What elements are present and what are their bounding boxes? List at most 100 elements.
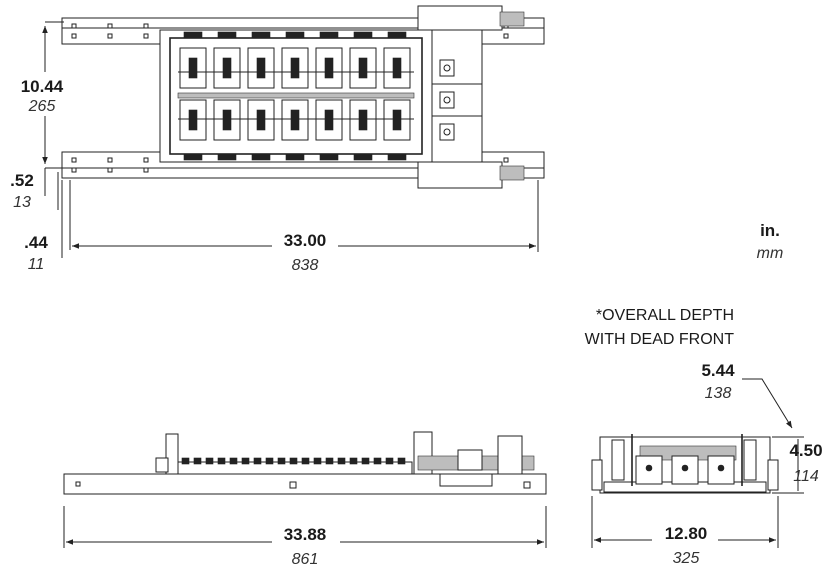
width-inch: 12.80 [665, 524, 708, 543]
side-length-inch: 33.88 [284, 525, 327, 544]
slot-clip [183, 31, 203, 39]
breaker-stab [392, 57, 402, 79]
end-view [591, 434, 779, 494]
slot-clip [319, 153, 339, 161]
rail-hole [143, 33, 149, 39]
depth-note: *OVERALL DEPTH WITH DEAD FRONT [585, 307, 735, 348]
neutral-bus-bar [177, 92, 415, 99]
slot-clip [353, 153, 373, 161]
breaker-stab [290, 109, 300, 131]
height-inch: 10.44 [21, 77, 64, 96]
stab-tooth [241, 457, 250, 465]
main-lug-top-terminal [499, 11, 525, 27]
slot-clip [285, 31, 305, 39]
rail-hole [107, 167, 113, 173]
length-mm: 838 [292, 257, 319, 274]
main-lug-top [417, 5, 503, 31]
main-lug-bottom-terminal [499, 165, 525, 181]
rail-holes [71, 23, 509, 173]
edge-offset-inch: .44 [24, 233, 48, 252]
breaker-stab [324, 57, 334, 79]
breaker-stab [324, 109, 334, 131]
rail-hole [71, 157, 77, 163]
breaker-stabs [181, 457, 406, 465]
breaker-stab [222, 57, 232, 79]
rail-hole [107, 23, 113, 29]
overall-depth-inch: 5.44 [701, 361, 735, 380]
rail-hole [107, 33, 113, 39]
rail-hole [143, 167, 149, 173]
slot-clip [251, 31, 271, 39]
slot-clip [251, 153, 271, 161]
note-line-2: WITH DEAD FRONT [585, 331, 735, 348]
depth-mm: 114 [793, 468, 819, 485]
edge-offset-mm: 11 [28, 256, 45, 273]
units-inch-label: in. [760, 221, 780, 240]
breaker-stab [358, 109, 368, 131]
units-mm-label: mm [757, 245, 784, 262]
rail-offset-inch: .52 [10, 171, 34, 190]
stab-tooth [385, 457, 394, 465]
stab-tooth [205, 457, 214, 465]
length-inch: 33.00 [284, 231, 327, 250]
stab-tooth [289, 457, 298, 465]
slot-clip [183, 153, 203, 161]
stab-tooth [337, 457, 346, 465]
slot-clip [387, 31, 407, 39]
rail-hole [143, 23, 149, 29]
side-length-mm: 861 [292, 551, 319, 568]
breaker-stab [290, 57, 300, 79]
depth-inch: 4.50 [789, 441, 822, 460]
breaker-stab [188, 109, 198, 131]
side-bracket [165, 433, 179, 475]
stab-tooth [325, 457, 334, 465]
stab-tooth [397, 457, 406, 465]
breaker-slots [179, 31, 411, 161]
width-mm: 325 [673, 550, 700, 567]
breaker-stab [358, 57, 368, 79]
rail-hole [71, 167, 77, 173]
stab-tooth [313, 457, 322, 465]
breaker-stab [222, 109, 232, 131]
rail-hole [107, 157, 113, 163]
stab-tooth [229, 457, 238, 465]
slot-clip [217, 153, 237, 161]
rail-hole [71, 23, 77, 29]
rail-hole [503, 157, 509, 163]
slot-clip [285, 153, 305, 161]
slot-clip [353, 31, 373, 39]
stab-tooth [349, 457, 358, 465]
stab-tooth [253, 457, 262, 465]
top-view [61, 5, 545, 189]
breaker-stab [256, 57, 266, 79]
slot-clip [319, 31, 339, 39]
breaker-stab [256, 109, 266, 131]
height-mm: 265 [28, 98, 56, 115]
breaker-stab [188, 57, 198, 79]
breaker-stab [392, 109, 402, 131]
slot-clip [387, 153, 407, 161]
stab-tooth [193, 457, 202, 465]
main-lug-bottom [417, 161, 503, 189]
side-view [63, 431, 547, 495]
side-lug-right [497, 435, 523, 475]
units-legend: in. mm [757, 221, 784, 262]
side-view-dimensions: 33.88 861 [63, 506, 547, 568]
rail-hole [143, 157, 149, 163]
stab-tooth [361, 457, 370, 465]
note-line-1: *OVERALL DEPTH [596, 307, 734, 324]
rail-offset-mm: 13 [13, 194, 31, 211]
overall-depth-mm: 138 [705, 385, 732, 402]
stab-tooth [181, 457, 190, 465]
top-view-dimensions: 10.44 265 .52 13 .44 11 33.00 838 [10, 21, 539, 274]
stab-tooth [373, 457, 382, 465]
breaker-slot-upper [383, 47, 411, 89]
end-view-dimensions: 5.44 138 4.50 114 12.80 325 [591, 361, 823, 567]
rail-hole [503, 33, 509, 39]
stab-tooth [265, 457, 274, 465]
bottom-rail-lower [61, 167, 545, 179]
stab-tooth [217, 457, 226, 465]
rail-hole [71, 33, 77, 39]
stab-tooth [301, 457, 310, 465]
